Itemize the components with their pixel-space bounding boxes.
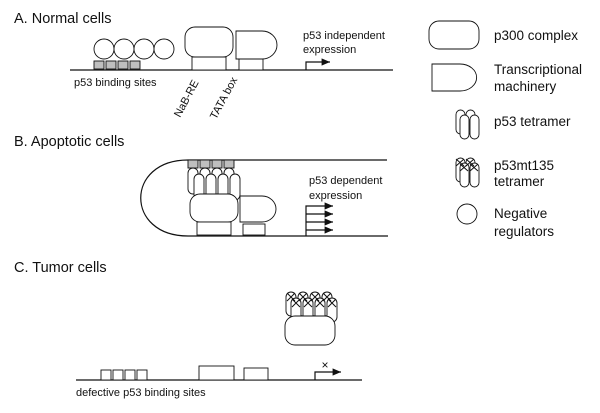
- tata-box-element-c: [243, 367, 269, 381]
- p300-complex: [184, 26, 234, 58]
- p53mt135-tetramer-icon: [455, 157, 480, 188]
- legend-label-neg-1: Negative: [494, 206, 547, 221]
- nab-re-element-b: [196, 221, 232, 236]
- legend-label-tm-1: Transcriptional: [494, 62, 582, 77]
- tata-box-label: TATA box: [208, 75, 240, 122]
- legend: p300 complex Transcriptional machinery p…: [428, 20, 582, 239]
- negative-regulator-icon: [456, 203, 478, 225]
- legend-label-p300: p300 complex: [494, 28, 578, 43]
- p300-complex-b: [189, 193, 239, 223]
- blocked-mark: ×: [321, 358, 328, 372]
- p53-binding-sites-upper: [187, 159, 235, 169]
- panel-c-tumor-cells: C. Tumor cells: [14, 260, 362, 399]
- nab-re-element: [191, 56, 227, 71]
- legend-label-tm-2: machinery: [494, 79, 557, 94]
- panel-a-title: A. Normal cells: [14, 11, 112, 27]
- nab-re-element-c: [198, 365, 235, 381]
- expression-label-b-2: expression: [309, 190, 362, 202]
- panel-b-apoptotic-cells: B. Apoptotic cells: [14, 134, 388, 237]
- tata-box-element: [238, 58, 264, 71]
- transcription-arrows: [305, 202, 333, 236]
- expression-label-a-2: expression: [303, 44, 356, 56]
- p300-complex-icon: [428, 20, 480, 50]
- negative-regulators: [93, 38, 175, 60]
- p300-complex-c: [284, 315, 336, 346]
- legend-label-p53mt-1: p53mt135: [494, 158, 554, 173]
- dna-loop: [140, 159, 388, 237]
- legend-label-p53mt-2: tetramer: [494, 174, 545, 189]
- defective-binding-sites-label: defective p53 binding sites: [76, 387, 206, 399]
- panel-c-title: C. Tumor cells: [14, 260, 107, 276]
- panel-a-normal-cells: A. Normal cells p53 binding sites NaB-RE…: [14, 11, 393, 121]
- p53-binding-sites: [93, 60, 141, 70]
- legend-label-neg-2: regulators: [494, 224, 554, 239]
- tata-box-element-b: [242, 223, 266, 236]
- transcriptional-machinery-b: [239, 195, 277, 223]
- transcription-arrow: [305, 58, 330, 70]
- blocked-transcription-arrow: [314, 368, 341, 380]
- nab-re-label: NaB-RE: [172, 78, 202, 119]
- expression-label-b-1: p53 dependent: [309, 175, 382, 187]
- transcriptional-machinery: [235, 30, 278, 60]
- transcriptional-machinery-icon: [431, 63, 478, 92]
- binding-sites-label: p53 binding sites: [74, 77, 157, 89]
- p53-tetramer-icon: [455, 109, 480, 140]
- panel-b-title: B. Apoptotic cells: [14, 134, 124, 150]
- legend-label-p53: p53 tetramer: [494, 114, 571, 129]
- defective-binding-sites: [100, 369, 148, 381]
- expression-label-a-1: p53 independent: [303, 30, 385, 42]
